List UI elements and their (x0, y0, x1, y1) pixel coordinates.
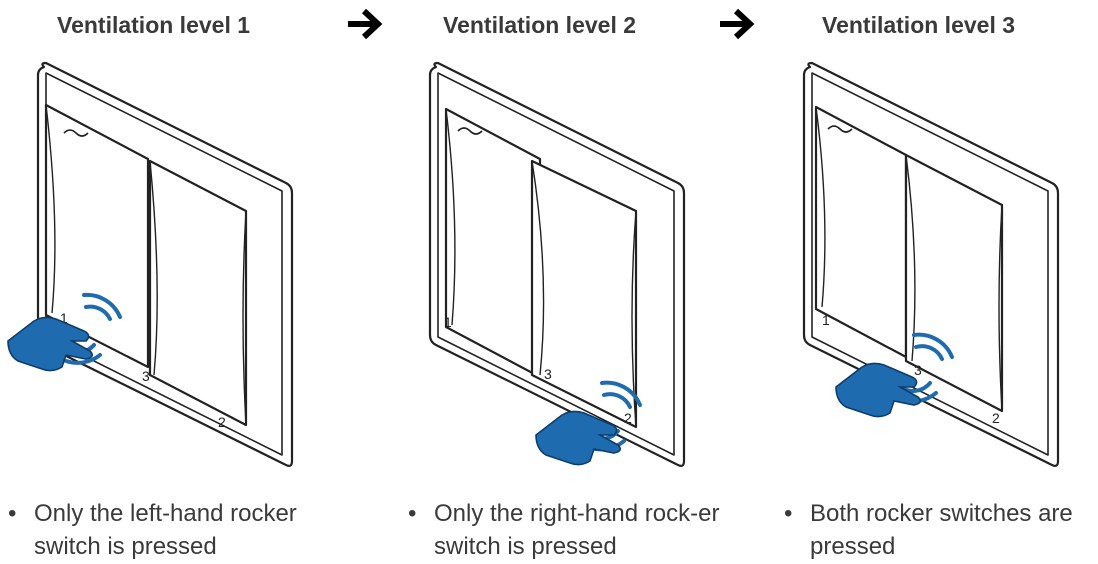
label-3: 3 (544, 366, 552, 382)
description-text: Only the right-hand rock-er switch is pr… (434, 500, 720, 560)
description-text: Only the left-hand rocker switch is pres… (34, 500, 297, 560)
label-1: 1 (444, 314, 452, 330)
hand-icon (535, 410, 622, 466)
label-2: 2 (218, 414, 226, 430)
ventilation-symbol-icon (457, 127, 483, 135)
right-arrow-icon (348, 8, 383, 40)
description-level-2: • Only the right-hand rock-er switch is … (408, 497, 728, 563)
panel-2-title: Ventilation level 2 (443, 12, 637, 38)
hand-icon (7, 316, 94, 372)
bullet-icon: • (784, 500, 793, 527)
description-level-1: • Only the left-hand rocker switch is pr… (8, 497, 328, 563)
label-3: 3 (914, 362, 922, 378)
switch-illustration-level-2: 1 3 2 (428, 61, 686, 467)
label-1: 1 (60, 310, 68, 326)
bullet-icon: • (408, 500, 417, 527)
description-level-3: • Both rocker switches are pressed (784, 497, 1096, 563)
label-2: 2 (992, 410, 1000, 426)
panel-1-title: Ventilation level 1 (57, 12, 251, 38)
switch-illustration-level-3: 1 3 2 (802, 61, 1060, 467)
label-3: 3 (142, 368, 150, 384)
bullet-icon: • (8, 500, 17, 527)
panel-3-title: Ventilation level 3 (822, 12, 1016, 38)
hand-icon (835, 362, 922, 418)
label-2: 2 (624, 410, 632, 426)
description-text: Both rocker switches are pressed (810, 500, 1073, 560)
ventilation-symbol-icon (63, 129, 89, 137)
label-1: 1 (822, 312, 830, 328)
right-arrow-icon (720, 8, 755, 40)
ventilation-symbol-icon (827, 125, 853, 133)
switch-illustration-level-1: 1 3 2 (7, 61, 294, 467)
